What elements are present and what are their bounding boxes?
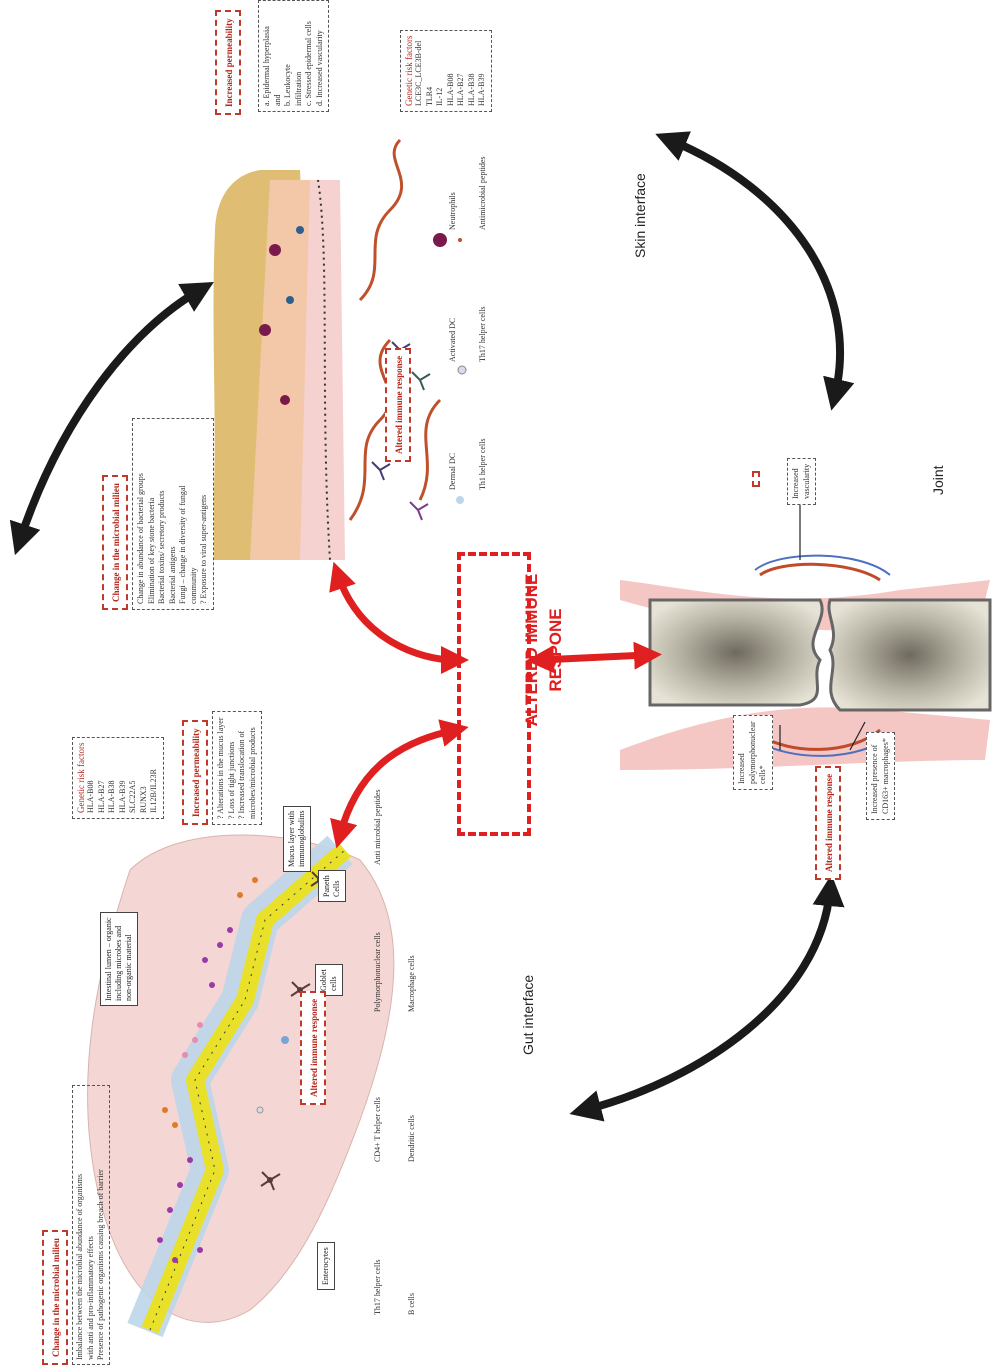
gut-genetic-item: SLC22A5 <box>128 743 139 813</box>
skin-genetic-item: IL-12 <box>435 36 446 106</box>
skin-legend-neutrophils: Neutrophils <box>448 192 457 230</box>
goblet-line: cells <box>329 969 339 991</box>
gut-genetic-item: HLA-B39 <box>118 743 129 813</box>
cd163-line: Increased presence of <box>870 738 881 814</box>
central-line-2: RESPONE <box>544 550 568 750</box>
gut-microbial-item: Presence of pathogenic organisms causing… <box>96 1090 107 1360</box>
gut-permeability-item: ? Increased translocation of <box>237 717 248 819</box>
skin-legend-th1: Th1 helper cells <box>478 438 487 490</box>
joint-immune-box: Altered immune response <box>815 766 841 880</box>
skin-microbial-item: Elimination of key stone bacteria <box>147 424 158 604</box>
central-line-1: ALTERED IMMUNE <box>520 550 544 750</box>
gut-immune-title: Altered immune response <box>309 999 319 1097</box>
joint-illustration <box>620 505 990 770</box>
gut-interface-label: Gut interface <box>520 975 536 1055</box>
skin-genetic-item: LCE3C_LCE3B-del <box>414 36 425 106</box>
gut-genetic-item: IL12B/IL23R <box>149 743 160 813</box>
joint-polymorph-box: Increased polymorphonuclear cells* <box>733 715 773 790</box>
gut-genetic-title: Genetic risk factors <box>76 743 86 813</box>
joint-immune-title: Altered immune response <box>824 774 834 872</box>
gut-microbial-title: Change in the microbial milieu <box>51 1238 61 1357</box>
gut-legend-macrophage: Macrophage cells <box>407 955 416 1012</box>
skin-genetic-item: HLA-B38 <box>467 36 478 106</box>
gut-permeability-title: Increased permeability <box>191 728 201 817</box>
skin-permeability-list: a. Epidermal hyperplasia and b. Leukocyt… <box>258 0 329 112</box>
mucus-line: Mucus layer with <box>287 811 297 867</box>
polymorph-line: cells* <box>758 721 769 784</box>
polymorph-line: Increased <box>737 721 748 784</box>
skin-microbial-item: Fungi – change in diversity of fungal <box>178 424 189 604</box>
joint-label: Joint <box>930 465 946 495</box>
skin-genetic-item: HLA-B27 <box>456 36 467 106</box>
gut-genetic-item: HLA-B38 <box>107 743 118 813</box>
skin-legend-amp: Antimicrobial peptides <box>478 156 487 230</box>
skin-microbial-item: community <box>189 424 200 604</box>
skin-genetic-item: HLA-B39 <box>477 36 488 106</box>
joint-cd163-box: Increased presence of CD163+ macrophages… <box>866 732 895 820</box>
cd163-line: CD163+ macrophages* <box>881 738 892 814</box>
joint-immune-box-top <box>747 471 765 487</box>
joint-vascularity-box: Increased vascularity <box>787 458 816 505</box>
central-label: ALTERED IMMUNE RESPONE <box>520 550 568 750</box>
lumen-line: Intestinal lumen – organic <box>104 917 114 1001</box>
gut-genetic-item: RUNX3 <box>139 743 150 813</box>
skin-legend-dermal-dc: Dermal DC <box>448 453 457 490</box>
skin-legend-th17: Th17 helper cells <box>478 306 487 362</box>
lumen-line: including microbes and <box>114 917 124 1001</box>
gut-microbial-box: Change in the microbial milieu Imbalance… <box>42 1085 110 1365</box>
gut-genetic-box: Genetic risk factors HLA-B08 HLA-B27 HLA… <box>72 737 164 819</box>
skin-tissue-illustration <box>210 140 466 560</box>
skin-permeability-box: Increased permeability <box>215 10 245 115</box>
vascularity-line: Increased <box>791 464 802 499</box>
gut-permeability-item: ? Alterations in the mucus layer <box>216 717 227 819</box>
gut-microbial-item: Imbalance between the microbial abundanc… <box>75 1090 86 1360</box>
skin-permeability-item: a. Epidermal hyperplasia <box>262 6 273 106</box>
gut-microbial-item: with anti and pro-inflammatory effects <box>86 1090 97 1360</box>
enterocytes-label: Enterocytes <box>317 1242 335 1290</box>
lumen-line: non-organic material <box>124 917 134 1001</box>
skin-microbial-item: Change in abundance of bacterial groups <box>136 424 147 604</box>
mucus-line: immunoglobulins <box>297 811 307 867</box>
skin-genetic-title: Genetic risk factors <box>404 36 414 106</box>
gut-genetic-item: HLA-B27 <box>97 743 108 813</box>
skin-permeability-title: Increased permeability <box>224 18 234 107</box>
gut-immune-box: Altered immune response <box>300 991 326 1105</box>
skin-permeability-item: and <box>273 6 284 106</box>
skin-microbial-title: Change in the microbial milieu <box>111 483 121 602</box>
skin-permeability-item: c. Stressed epidermal cells <box>304 6 315 106</box>
skin-legend-activated-dc: Activated DC <box>448 318 457 362</box>
skin-interface-label: Skin interface <box>632 173 648 258</box>
gut-legend-amp: Anti microbial peptides <box>373 789 382 865</box>
paneth-line: Cells <box>332 875 342 897</box>
vascularity-line: vascularity <box>802 464 813 499</box>
gut-permeability-item: microbes/microbial products <box>248 717 259 819</box>
skin-permeability-item: b. Leukocyte <box>283 6 294 106</box>
gut-genetic-item: HLA-B08 <box>86 743 97 813</box>
skin-permeability-item: d. Increased vascularity <box>315 6 326 106</box>
gut-legend-th17: Th17 helper cells <box>373 1259 382 1315</box>
skin-microbial-item: ? Exposure to viral super-antigens <box>199 424 210 604</box>
skin-genetic-box: Genetic risk factors LCE3C_LCE3B-del TLR… <box>400 30 492 112</box>
skin-genetic-item: TLR4 <box>425 36 436 106</box>
gut-legend-cd4: CD4+ T helper cells <box>373 1097 382 1162</box>
skin-genetic-item: HLA-B08 <box>446 36 457 106</box>
gut-legend-bcells: B cells <box>407 1293 416 1315</box>
skin-immune-box: Altered immune response <box>385 348 411 462</box>
gut-legend-pmn: Polymorphonuclear cells <box>373 932 382 1012</box>
skin-microbial-box: Change in the microbial milieu Change in… <box>102 418 214 610</box>
skin-permeability-item: infiltration <box>294 6 305 106</box>
paneth-line: Paneth <box>322 875 332 897</box>
goblet-line: Goblet <box>319 969 329 991</box>
skin-immune-title: Altered immune response <box>394 356 404 454</box>
gut-permeability-item: ? Loss of tight junctions <box>227 717 238 819</box>
gut-permeability-box: Increased permeability ? Alterations in … <box>182 711 262 825</box>
gut-tissue-illustration <box>88 835 394 1330</box>
skin-microbial-item: Bacterial toxins/ secretory products <box>157 424 168 604</box>
skin-microbial-item: Bacterial antigens <box>168 424 179 604</box>
gut-legend-dendritic: Dendritic cells <box>407 1115 416 1162</box>
polymorph-line: polymorphonuclear <box>748 721 759 784</box>
